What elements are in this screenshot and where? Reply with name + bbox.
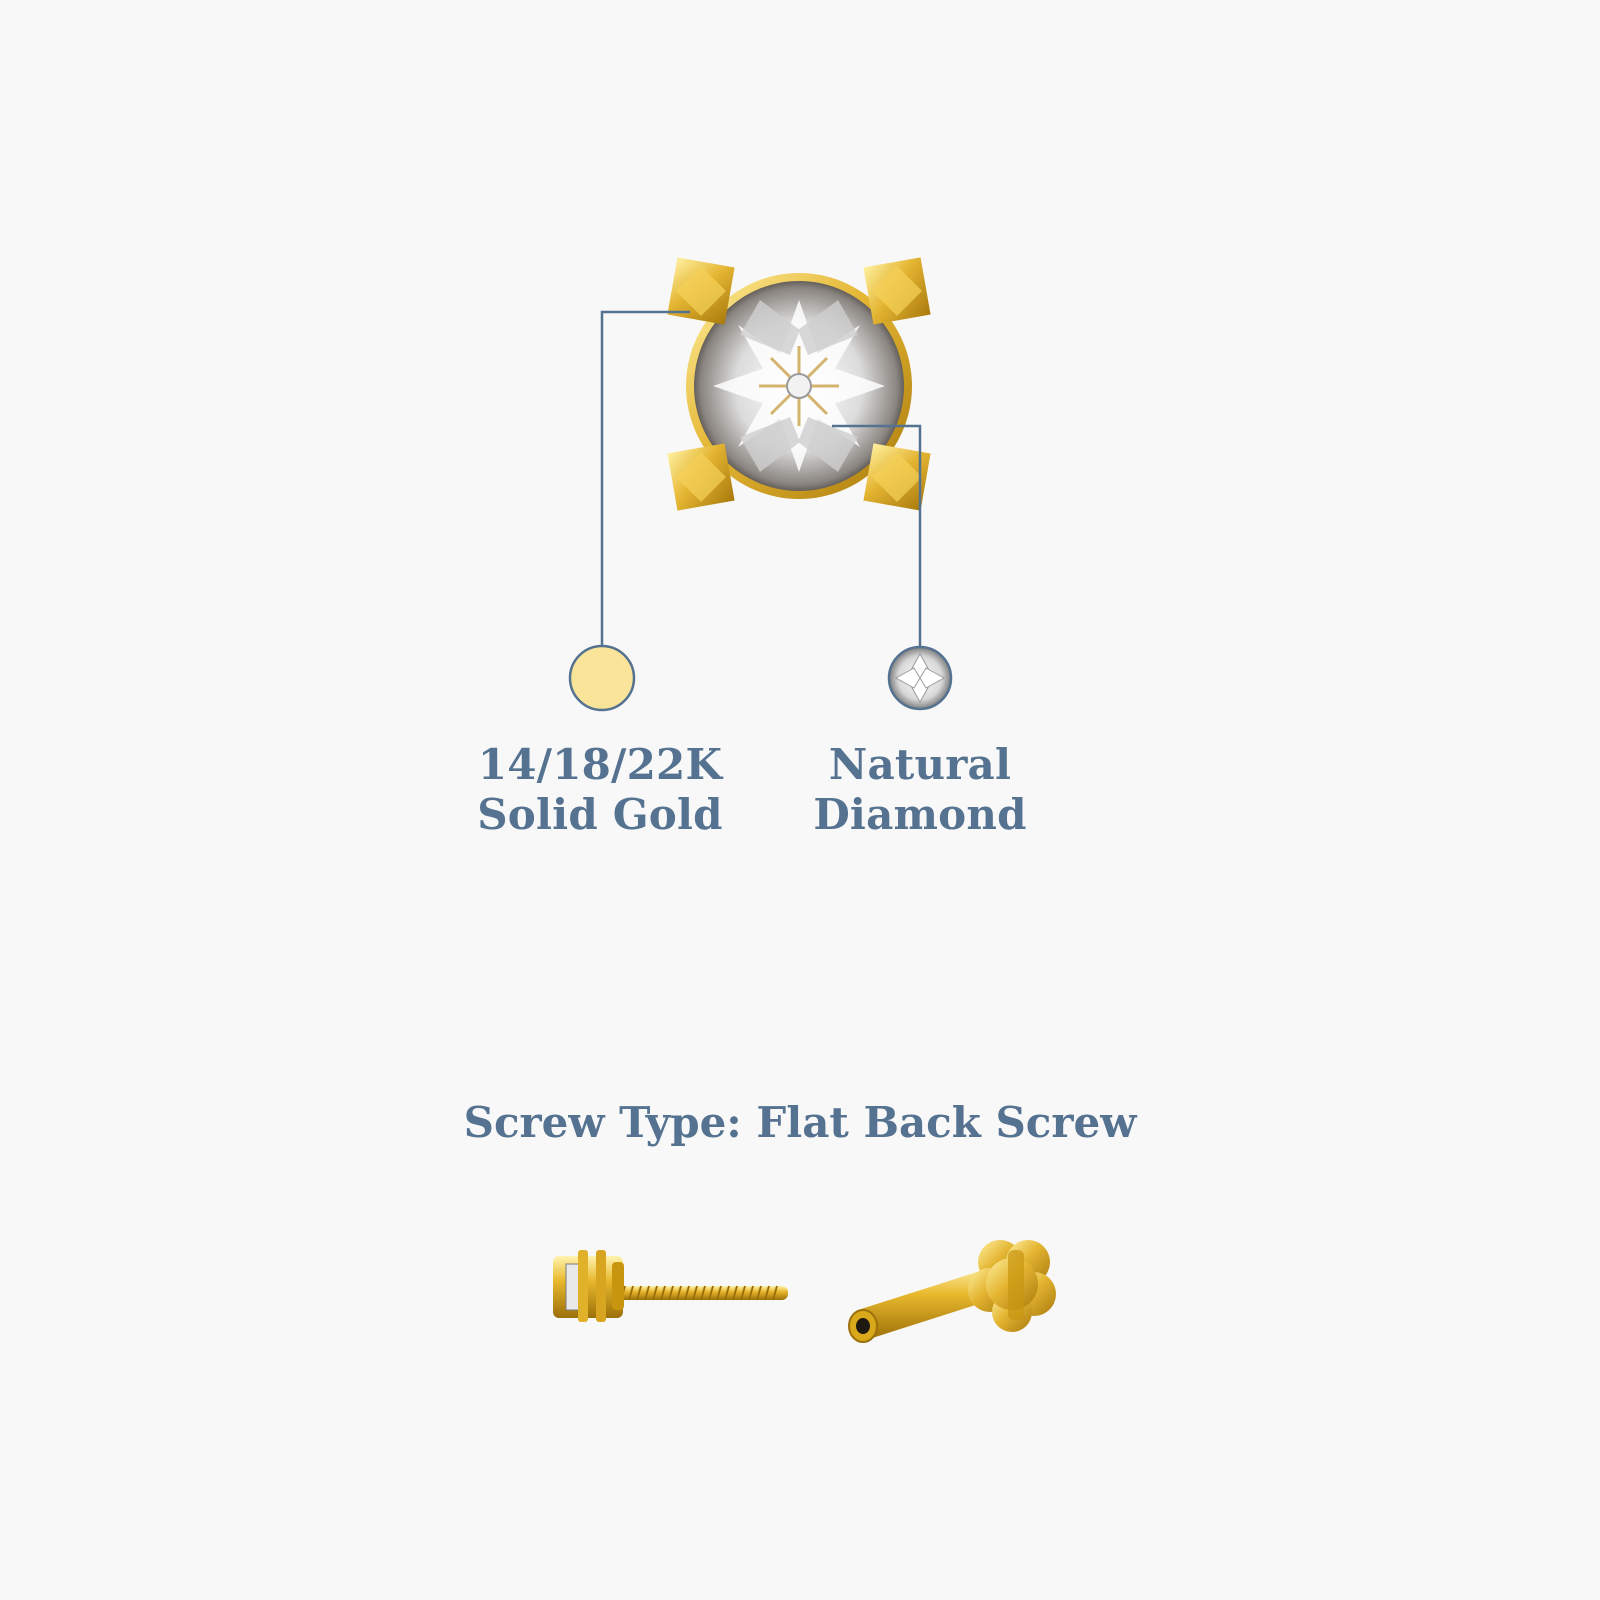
gold-swatch [568,644,636,712]
screw-type-title: Screw Type: Flat Back Screw [463,1098,1137,1147]
diamond-stud-image [667,257,931,511]
prong [863,257,931,325]
prong [667,257,735,325]
diamond-label-line2: Diamond [813,790,1027,839]
diamond-feature-label: Natural Diamond [760,740,1080,840]
prong [863,443,931,511]
gold-callout-line [600,310,690,645]
gold-label-line1: 14/18/22K [477,740,723,789]
screw-back-image [848,1240,1056,1343]
diamond-label-line1: Natural [828,740,1012,789]
gold-label-line2: Solid Gold [477,790,723,839]
screw-pin-image [553,1250,788,1322]
prong [667,443,735,511]
diamond-swatch [887,645,953,711]
diamond-callout-line [832,424,922,646]
gold-feature-label: 14/18/22K Solid Gold [440,740,760,840]
